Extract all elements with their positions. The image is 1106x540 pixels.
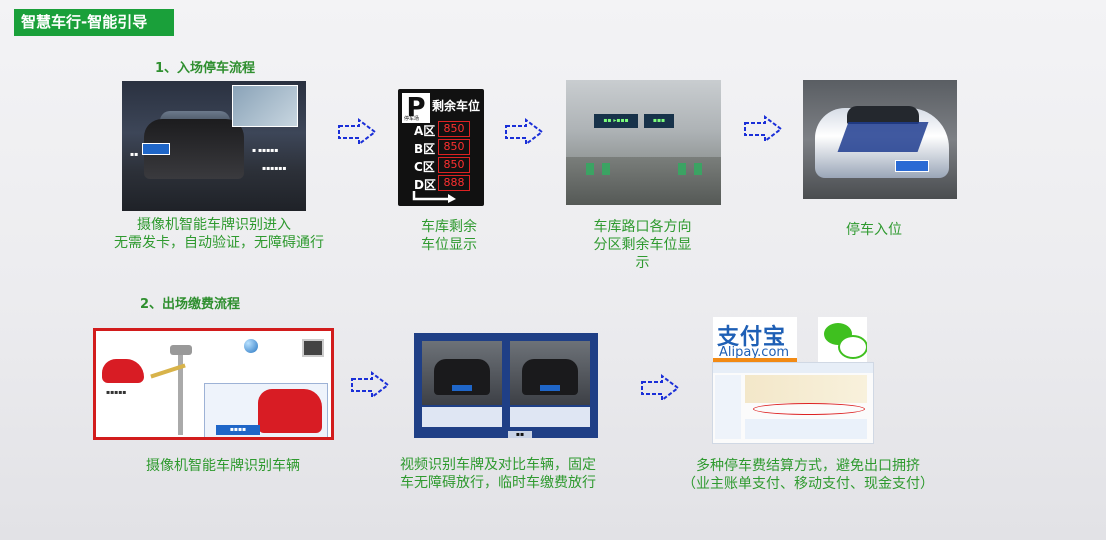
sign-zone-label: A区 [414,124,436,138]
flow-arrow-icon [338,118,377,146]
page-title: 智慧车行-智能引导 [14,9,174,36]
flow-arrow-icon [641,374,680,402]
section-title-entry: 1、入场停车流程 [155,61,256,76]
entry-step-caption: 停车入位 [846,222,902,238]
flow-arrow-icon [744,115,783,143]
network-icon [244,339,258,353]
turn-arrow-icon [412,191,456,203]
monitor-icon [302,339,324,357]
parked-car-image [803,80,957,199]
exit-step-caption: 多种停车费结算方式，避免出口拥挤 （业主账单支付、移动支付、现金支付） [682,458,934,492]
camera-icon [170,345,192,355]
parking-space-sign: P 停车场 剩余车位 A区 850 B区 850 C区 850 D区 888 [398,89,484,206]
parking-p-icon: P [402,93,430,123]
sign-zone-count: 888 [438,175,470,191]
wechat-pay-icon [818,317,867,362]
sign-zone-count: 850 [438,157,470,173]
sign-sub-label: 停车场 [404,116,420,122]
sign-zone-label: C区 [414,160,435,174]
plate-comparison-software: ▪▪ [414,333,598,438]
entry-step-caption: 车库剩余 车位显示 [421,219,477,253]
flow-arrow-icon [351,371,390,399]
flow-arrow-icon [505,118,544,146]
exit-step-caption: 摄像机智能车牌识别车辆 [146,458,300,474]
entry-step-caption: 摄像机智能车牌识别进入 无需发卡，自动验证，无障碍通行 [114,217,324,251]
sign-zone-count: 850 [438,139,470,155]
property-billing-webpage [712,362,874,444]
sign-header: 剩余车位 [432,99,481,113]
exit-camera-diagram: ▪▪▪▪▪ ▪▪▪▪ [93,328,334,440]
garage-junction-image: ▪▪ ▸▪▪▪ ▪▪▪ [566,80,721,205]
alipay-logo: 支付宝 Alipay.com [713,317,797,362]
exit-step-caption: 视频识别车牌及对比车辆，固定 车无障碍放行，临时车缴费放行 [400,457,596,491]
sign-zone-label: B区 [414,142,436,156]
entry-camera-image: ▪ ▪▪▪▪▪ ▪▪▪▪▪▪ ▪▪ [122,81,306,211]
section-title-exit: 2、出场缴费流程 [140,297,241,312]
sign-zone-count: 850 [438,121,470,137]
sign-zone-label: D区 [414,178,436,192]
entry-step-caption: 车库路口各方向 分区剩余车位显 示 [593,219,692,271]
